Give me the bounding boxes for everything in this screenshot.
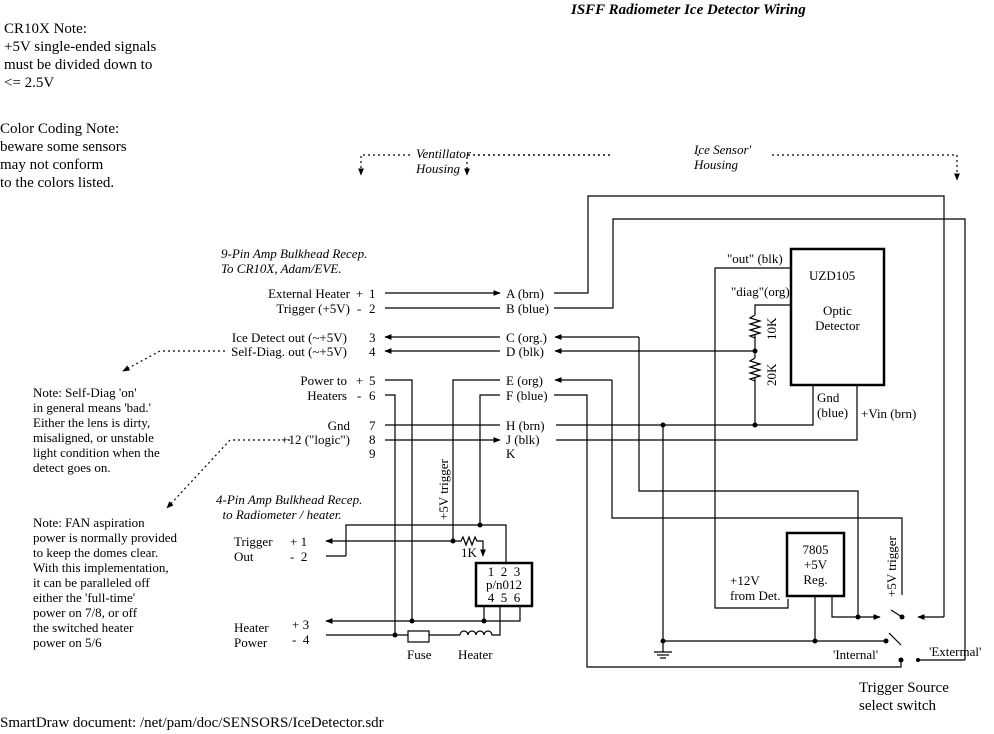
wire-E (611, 380, 903, 595)
note-color-coding: Color Coding Note: beware some sensors m… (0, 121, 127, 191)
wire-J (556, 386, 858, 441)
wire-pin5 (385, 379, 413, 621)
connector4-heater-pins: + 3 - 4 (292, 617, 310, 647)
wire-c-label: C (org.) (506, 330, 547, 345)
regulator-label: 7805 +5V Reg. (802, 542, 829, 587)
pin5-number: 5 (369, 373, 376, 388)
relay-part-number: p/n012 (485, 577, 523, 592)
resistor-10k-label: 10K (764, 317, 779, 340)
relay-trigger-label: +5V trigger (436, 459, 451, 520)
pin1-sign: + (356, 286, 364, 301)
footer-document-path: SmartDraw document: /net/pam/doc/SENSORS… (0, 715, 384, 731)
wire-h-label: H (brn) (506, 418, 545, 433)
relay-pins-bottom: 4 5 6 (487, 590, 521, 605)
wire-C-route (638, 337, 859, 595)
pin2-number: 2 (369, 301, 376, 316)
pin5-label: Power to (300, 373, 347, 388)
switch-trigger-label: +5V trigger (884, 536, 899, 597)
pin1-label: External Heater (268, 286, 350, 301)
regulator-input-label: +12V from Det. (730, 573, 781, 603)
fuse-label: Fuse (407, 647, 432, 662)
connector9-title: 9-Pin Amp Bulkhead Recep. To CR10X, Adam… (221, 246, 368, 276)
switch-caption: Trigger Source select switch (859, 680, 949, 714)
pin6-number: 6 (369, 388, 376, 403)
pin4-number: 4 (369, 344, 376, 359)
relay-box (474, 561, 534, 608)
pin2-sign: - (357, 301, 362, 316)
connector4-trigger-label: Trigger Out (234, 534, 273, 564)
detector-diag-label: "diag"(org) (731, 284, 790, 299)
wire-e-label: E (org) (506, 373, 543, 388)
resistor-20k-label: 20K (764, 363, 779, 386)
label-ventillator-housing: Ventillator Housing (416, 146, 471, 176)
diagram-title: ISFF Radiometer Ice Detector Wiring (571, 2, 806, 18)
pin3-number: 3 (369, 330, 376, 345)
pin8-label: +12 ("logic") (281, 432, 350, 447)
relay-pins-top: 1 2 3 (487, 564, 521, 579)
detector-gnd-label: Gnd (blue) (817, 390, 849, 420)
detector-out-label: "out" (blk) (727, 251, 783, 266)
pin4-label: Self-Diag. out (~+5V) (231, 344, 347, 359)
label-ice-sensor-housing: Ice Sensor' Housing (694, 142, 752, 172)
wire-H (556, 386, 814, 426)
pin6-label: Heaters (307, 388, 347, 403)
wire-A (554, 195, 945, 617)
pin5-sign: + (356, 373, 364, 388)
wire-k-label: K (506, 446, 516, 461)
connector4-title: 4-Pin Amp Bulkhead Recep. to Radiometer … (216, 492, 363, 522)
pin3-label: Ice Detect out (~+5V) (231, 330, 347, 345)
detector-box (789, 247, 886, 387)
detector-name: UZD105 (809, 268, 856, 283)
connector4-heater-label: Heater Power (234, 620, 269, 650)
wire-j-label: J (blk) (506, 432, 540, 447)
note-fan: Note: FAN aspiration power is normally p… (33, 515, 178, 650)
resistor-1k-label: 1K (461, 545, 477, 560)
detector-vin-label: +Vin (brn) (861, 406, 917, 421)
pin8-number: 8 (369, 432, 376, 447)
note-self-diag: Note: Self-Diag 'on' in general means 'b… (33, 385, 160, 475)
wire-b-label: B (blue) (506, 301, 549, 316)
wire-F (554, 394, 902, 668)
housing-bracket-ventillator (358, 154, 960, 181)
switch-external-label: 'Extermal' (929, 644, 982, 659)
junction-dots (392, 348, 920, 663)
wire-B (554, 218, 966, 660)
wire-d-label: D (blk) (506, 344, 544, 359)
wire-out (714, 267, 791, 609)
detector-description: Optic Detector (815, 303, 860, 333)
pin7-label: Gnd (327, 418, 350, 433)
pin1-number: 1 (369, 286, 376, 301)
wire-a-label: A (brn) (506, 286, 544, 301)
pin2-label: Trigger (+5V) (276, 301, 350, 316)
wire-f-label: F (blue) (506, 388, 548, 403)
pin6-sign: - (357, 388, 362, 403)
heater-label: Heater (458, 647, 493, 662)
switch-internal-label: 'Internal' (833, 647, 879, 662)
note-cr10x: CR10X Note: +5V single-ended signals mus… (4, 21, 157, 91)
connector4-trigger-pins: + 1 - 2 (290, 534, 308, 564)
pin7-number: 7 (369, 418, 376, 433)
pin9-number: 9 (369, 446, 376, 461)
